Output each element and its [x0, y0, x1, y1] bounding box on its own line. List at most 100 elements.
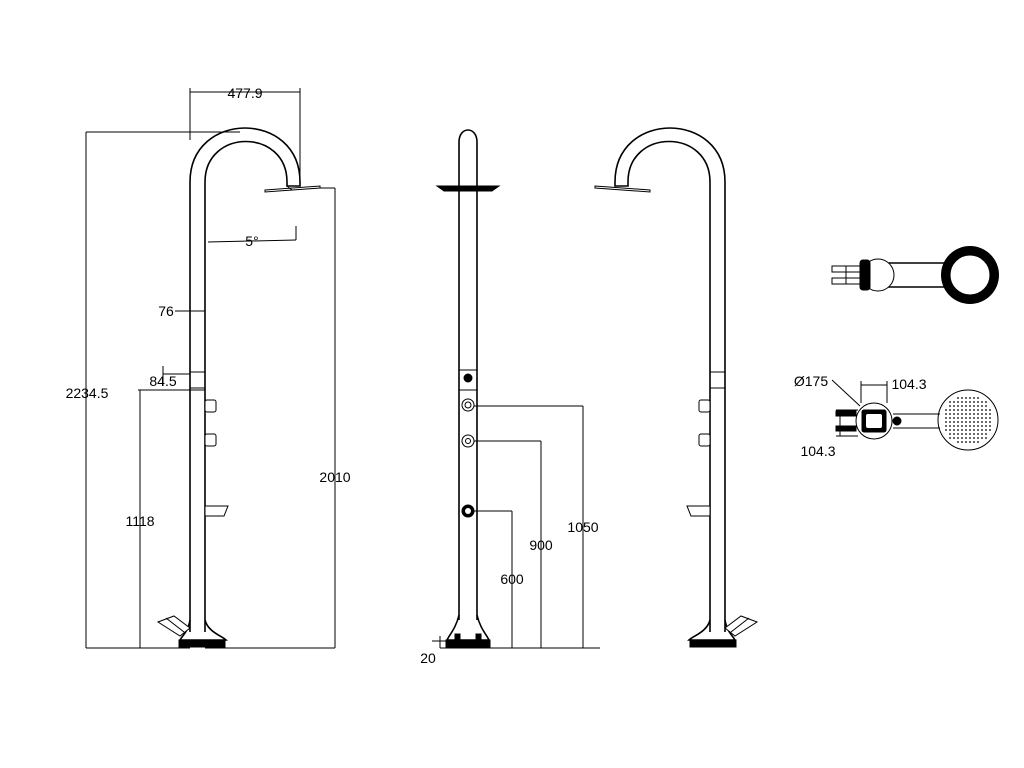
- base-plate: [445, 639, 491, 648]
- head-hole: [989, 429, 991, 431]
- side-view-left: 477.9 5° 76 2234.5 84.5 1118 2010: [66, 85, 351, 649]
- head-hole: [985, 433, 987, 435]
- head-hole: [957, 441, 959, 443]
- head-hole: [969, 409, 971, 411]
- head-hole: [977, 421, 979, 423]
- head-hole: [981, 401, 983, 403]
- head-hole: [977, 425, 979, 427]
- head-height-label: 2010: [319, 469, 350, 485]
- head-hole: [957, 417, 959, 419]
- head-hole: [965, 397, 967, 399]
- head-hole: [969, 425, 971, 427]
- head-hole: [981, 405, 983, 407]
- side-view-right: [594, 127, 759, 648]
- head-diameter-label: Ø175: [794, 373, 828, 389]
- head-hole: [965, 417, 967, 419]
- head-hole: [981, 413, 983, 415]
- head-hole: [961, 417, 963, 419]
- head-hole: [961, 437, 963, 439]
- head-hole: [953, 429, 955, 431]
- head-hole: [969, 421, 971, 423]
- head-hole: [969, 437, 971, 439]
- head-hole: [985, 425, 987, 427]
- head-hole: [945, 429, 947, 431]
- head-hole: [973, 405, 975, 407]
- base-plate: [178, 639, 226, 648]
- head-hole: [973, 433, 975, 435]
- head-hole: [957, 405, 959, 407]
- head-hole: [949, 433, 951, 435]
- total-height-label: 2234.5: [66, 385, 109, 401]
- head-hole: [985, 437, 987, 439]
- head-hole: [969, 401, 971, 403]
- head-hole: [989, 421, 991, 423]
- head-hole: [981, 417, 983, 419]
- head-hole: [977, 417, 979, 419]
- head-holes: [945, 397, 991, 443]
- head-hole: [985, 405, 987, 407]
- head-hole: [953, 413, 955, 415]
- head-hole: [957, 401, 959, 403]
- head-hole: [981, 425, 983, 427]
- head-hole: [949, 401, 951, 403]
- head-hole: [953, 409, 955, 411]
- head-hole: [953, 437, 955, 439]
- head-hole: [981, 429, 983, 431]
- head-hole: [973, 409, 975, 411]
- head-hole: [965, 429, 967, 431]
- column-outline: [189, 127, 301, 632]
- head-hole: [969, 429, 971, 431]
- head-hole: [973, 401, 975, 403]
- head-hole: [973, 441, 975, 443]
- head-hole: [961, 405, 963, 407]
- head-hole: [961, 409, 963, 411]
- lower-tap-height-label: 900: [529, 537, 553, 553]
- head-hole: [965, 405, 967, 407]
- valve-indicator: [463, 373, 473, 383]
- head-hole: [957, 421, 959, 423]
- valve-height-label: 1118: [125, 513, 154, 529]
- head-hole: [961, 429, 963, 431]
- head-hole: [945, 417, 947, 419]
- head-hole: [953, 405, 955, 407]
- head-hole: [981, 409, 983, 411]
- head-hole: [949, 425, 951, 427]
- foot-tap: [204, 505, 229, 517]
- base-depth-label: 104.3: [800, 443, 835, 459]
- head-hole: [949, 417, 951, 419]
- head-hole: [961, 401, 963, 403]
- head-hole: [957, 425, 959, 427]
- head-hole: [969, 433, 971, 435]
- valve-handle: [698, 399, 711, 413]
- head-hole: [945, 425, 947, 427]
- head-plan: [937, 389, 999, 451]
- base-width-label: 104.3: [891, 376, 926, 392]
- head-hole: [981, 433, 983, 435]
- head-hole: [957, 413, 959, 415]
- head-hole: [965, 425, 967, 427]
- head-hole: [973, 429, 975, 431]
- column-outline: [614, 127, 726, 632]
- head-hole: [965, 413, 967, 415]
- foot-tap-height-label: 600: [500, 571, 524, 587]
- head-hole: [977, 429, 979, 431]
- head-hole: [961, 433, 963, 435]
- head-hole: [953, 425, 955, 427]
- head-hole: [989, 417, 991, 419]
- head-hole: [977, 405, 979, 407]
- head-hole: [961, 413, 963, 415]
- head-hole: [977, 409, 979, 411]
- head-hole: [953, 401, 955, 403]
- shower-head: [435, 185, 501, 192]
- valve-knob-lower: [461, 434, 475, 448]
- plan-view: Ø175 104.3 104.3: [794, 373, 999, 459]
- head-hole: [985, 429, 987, 431]
- head-hole: [973, 425, 975, 427]
- head-hole: [965, 441, 967, 443]
- head-hole: [977, 437, 979, 439]
- head-hole: [965, 437, 967, 439]
- head-hole: [989, 425, 991, 427]
- shower-head: [594, 185, 651, 193]
- head-hole: [973, 421, 975, 423]
